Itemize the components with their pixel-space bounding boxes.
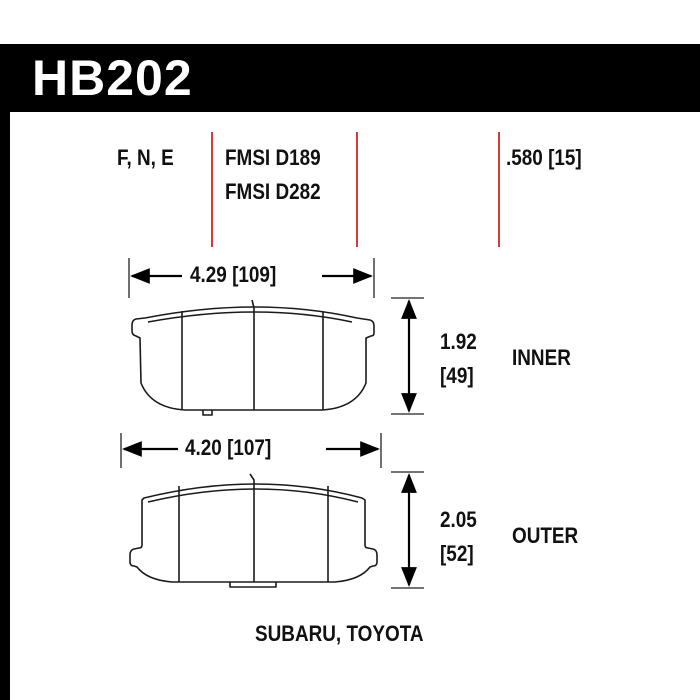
- inner-width-dimension: [128, 258, 375, 298]
- inner-pad-outline: [131, 299, 375, 416]
- inner-pad-label: INNER: [512, 345, 571, 370]
- header-bar: [0, 44, 700, 112]
- outer-height-mm: [52]: [440, 541, 474, 566]
- fmsi-code-2: FMSI D282: [225, 179, 321, 204]
- divider-line-2: [356, 132, 358, 247]
- vehicle-applications: SUBARU, TOYOTA: [255, 621, 424, 646]
- part-number-title: HB202: [32, 50, 193, 106]
- outer-width-label: 4.20 [107]: [185, 435, 272, 460]
- outer-height-dimension: [391, 471, 424, 589]
- outer-pad-label: OUTER: [512, 523, 579, 548]
- inner-width-label: 4.29 [109]: [190, 262, 277, 287]
- inner-height-inches: 1.92: [440, 329, 477, 354]
- inner-height-dimension: [391, 297, 424, 415]
- divider-line-1: [211, 132, 213, 247]
- compound-codes: F, N, E: [117, 145, 174, 170]
- outer-width-dimension: [120, 433, 382, 468]
- inner-height-mm: [49]: [440, 363, 474, 388]
- left-border-bar: [0, 112, 10, 700]
- pad-thickness: .580 [15]: [506, 145, 582, 170]
- outer-pad-outline: [129, 473, 378, 588]
- fmsi-code-1: FMSI D189: [225, 145, 321, 170]
- outer-height-inches: 2.05: [440, 507, 477, 532]
- divider-line-3: [498, 132, 500, 247]
